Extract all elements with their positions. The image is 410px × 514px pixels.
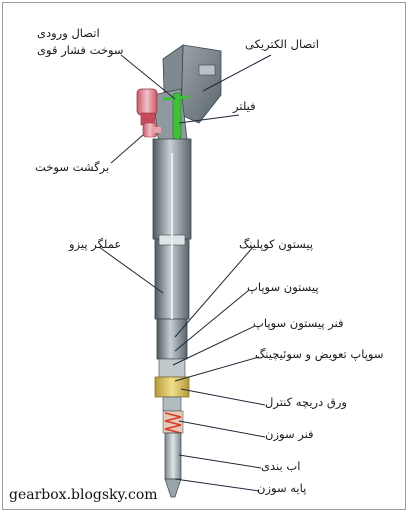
leader-piezo bbox=[98, 246, 164, 294]
label-fuel-return: برگشت سوخت bbox=[35, 160, 110, 174]
leader-lines bbox=[98, 54, 272, 492]
leader-fuel-return bbox=[110, 134, 144, 164]
leader-valve-piston bbox=[174, 289, 250, 352]
leader-valve-spring bbox=[172, 325, 256, 366]
fuel-return-fitting bbox=[136, 88, 161, 138]
label-inlet-line2: سوخت فشار قوی bbox=[37, 43, 124, 57]
label-valve-piston-spring: فنر پیستون سوپاپ bbox=[253, 316, 344, 330]
leader-changeover bbox=[174, 356, 260, 382]
leader-coupling bbox=[174, 246, 254, 338]
piezo-actuator-body bbox=[154, 153, 190, 360]
leader-nozzle-spring bbox=[178, 420, 266, 438]
label-nozzle-spring: فنر سوزن bbox=[265, 427, 314, 441]
label-inlet-line1: اتصال ورودی bbox=[37, 26, 100, 40]
label-piezo-actuator: عملگر پیزو bbox=[69, 237, 122, 251]
diagram-frame: اتصال ورودی سوخت فشار قوی اتصال الکتریکی… bbox=[2, 2, 406, 510]
valve-section bbox=[154, 358, 190, 412]
label-nozzle-needle: پایه سوزن bbox=[257, 481, 307, 495]
label-changeover-valve: سوپاپ تعویض و سوئیچینگ bbox=[255, 347, 384, 361]
nozzle-spring bbox=[162, 410, 184, 434]
leader-seal bbox=[178, 454, 262, 469]
leader-electrical bbox=[202, 54, 272, 92]
label-filter: فیلتر bbox=[233, 99, 256, 113]
leader-inlet bbox=[120, 54, 176, 100]
injector-illustration bbox=[98, 44, 272, 498]
leader-throttle bbox=[180, 388, 266, 406]
label-seal: اب بندی bbox=[261, 459, 301, 473]
filter-element bbox=[162, 92, 190, 140]
nozzle-needle-body bbox=[164, 432, 182, 498]
label-valve-piston: پیستون سوپاپ bbox=[247, 280, 319, 294]
watermark-text: gearbox.blogsky.com bbox=[9, 487, 158, 503]
leader-needle bbox=[174, 478, 260, 492]
label-throttle-plate: ورق دریچه کنترل bbox=[265, 395, 347, 409]
leader-filter bbox=[178, 114, 240, 124]
label-electrical-connection: اتصال الکتریکی bbox=[245, 37, 319, 51]
label-coupling-piston: پیستون کوپلینگ bbox=[239, 237, 314, 251]
